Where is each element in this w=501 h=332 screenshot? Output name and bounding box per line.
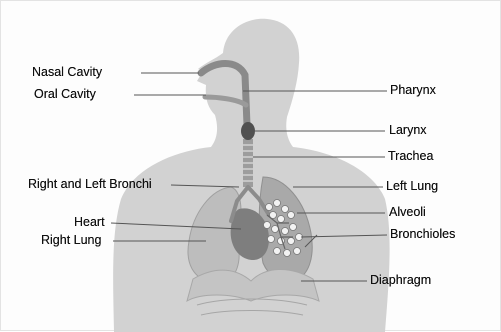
- label-nasal-cavity: Nasal Cavity: [32, 65, 102, 79]
- label-heart: Heart: [74, 215, 105, 229]
- larynx-shape: [241, 122, 255, 140]
- label-oral-cavity: Oral Cavity: [34, 87, 96, 101]
- label-right-and-left-bronchi: Right and Left Bronchi: [28, 177, 152, 191]
- label-left-lung: Left Lung: [386, 179, 438, 193]
- label-diaphragm: Diaphragm: [370, 273, 431, 287]
- label-right-lung: Right Lung: [41, 233, 101, 247]
- label-pharynx: Pharynx: [390, 83, 436, 97]
- label-alveoli: Alveoli: [389, 205, 426, 219]
- label-trachea: Trachea: [388, 149, 433, 163]
- label-bronchioles: Bronchioles: [390, 227, 455, 241]
- label-larynx: Larynx: [389, 123, 427, 137]
